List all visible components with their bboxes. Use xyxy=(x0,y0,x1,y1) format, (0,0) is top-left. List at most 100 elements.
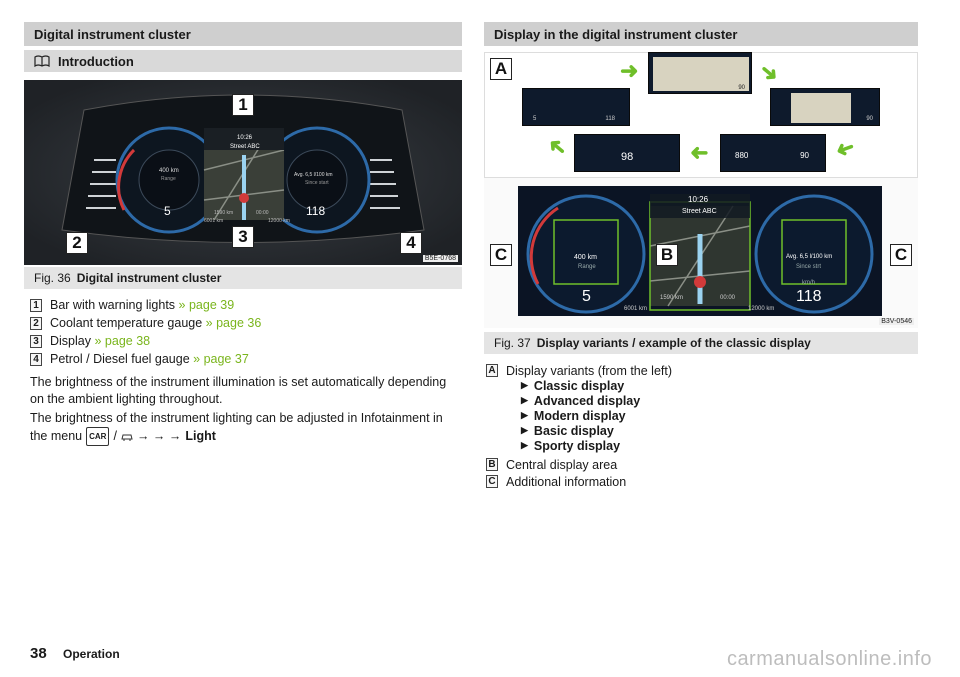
figure-code: B3V-0546 xyxy=(879,318,914,325)
label-c-right: C xyxy=(890,244,912,266)
list-item: B Central display area xyxy=(486,456,916,473)
variant-name: Classic display xyxy=(533,378,625,393)
figure-37-display-variants: A 90 5 118 90 98 880 90 ➜ ➜ ➜ ➜ ➜ 10:26 … xyxy=(484,52,918,328)
menu-light: Light xyxy=(185,429,216,443)
paragraph-brightness-auto: The brightness of the instrument illumin… xyxy=(30,374,460,408)
page-link[interactable]: » page 37 xyxy=(193,352,249,366)
figure-code: B5E-0768 xyxy=(422,255,458,262)
page-link[interactable]: » page 36 xyxy=(205,316,262,330)
callout-2: 2 xyxy=(66,232,88,254)
item-label: C xyxy=(486,475,498,488)
bullet-icon: ▶ xyxy=(521,410,528,420)
paragraph-line: the menu CAR / → → → Light xyxy=(30,427,460,446)
display-range: 400 km xyxy=(574,254,597,261)
range-label: Range xyxy=(578,264,596,270)
item-number: 4 xyxy=(30,352,42,366)
thumbnail-map xyxy=(653,57,749,91)
gear-indicator: 5 xyxy=(582,288,591,305)
car-menu-icon xyxy=(121,434,133,441)
list-item: C Additional information xyxy=(486,473,916,490)
speed-value: 118 xyxy=(796,288,822,305)
paragraph-line: The brightness of the instrument lightin… xyxy=(30,411,443,425)
caption-title: Digital instrument cluster xyxy=(76,271,222,285)
item-text: Coolant temperature gauge xyxy=(50,316,203,330)
since-start: Since strt xyxy=(796,264,822,270)
item-text: Central display area xyxy=(506,457,618,472)
item-text: Display variants (from the left) xyxy=(506,363,673,378)
label-a: A xyxy=(490,58,512,80)
variant-name: Modern display xyxy=(533,408,626,423)
section-title-text: Display in the digital instrument cluste… xyxy=(494,26,738,42)
caption-number: Fig. 37 xyxy=(494,336,531,350)
variant-name: Basic display xyxy=(533,423,614,438)
footer-section: Operation xyxy=(63,647,120,661)
page-number: 38 xyxy=(30,645,47,662)
trip-time: 00:00 xyxy=(256,210,269,216)
callout-1: 1 xyxy=(232,94,254,116)
variant-item: ▶ Modern display xyxy=(521,408,916,423)
item-text: Petrol / Diesel fuel gauge xyxy=(50,352,190,366)
variant-name: Sporty display xyxy=(533,438,621,453)
odometer: 6001 km xyxy=(624,306,648,312)
bullet-icon: ▶ xyxy=(521,380,528,390)
variant-name: Advanced display xyxy=(533,393,641,408)
page-link[interactable]: » page 38 xyxy=(94,334,151,348)
caption-number: Fig. 36 xyxy=(34,271,71,285)
arrow-left-icon: ➜ xyxy=(690,141,709,166)
page-link[interactable]: » page 39 xyxy=(178,298,235,312)
item-number: 2 xyxy=(30,316,42,330)
slash-separator: / xyxy=(113,429,117,443)
range-value: 400 xyxy=(159,168,170,174)
list-item: A Display variants (from the left) xyxy=(486,363,916,378)
speed-value: 118 xyxy=(306,204,326,218)
thumbnail-value: 90 xyxy=(800,151,809,160)
bullet-icon: ▶ xyxy=(521,395,528,405)
gear-indicator: 5 xyxy=(164,204,171,218)
thumbnail-value: 5 xyxy=(533,116,537,122)
arrow-right-icon: ➜ xyxy=(620,58,639,83)
trip-meter: 12000 km xyxy=(748,306,775,312)
list-item: 1 Bar with warning lights » page 39 xyxy=(30,298,234,312)
section-title-left: Digital instrument cluster xyxy=(24,22,462,46)
thumbnail-value: 98 xyxy=(621,151,634,163)
cluster-time: 10:26 xyxy=(237,135,253,141)
odometer: 6001 km xyxy=(204,218,224,224)
intro-header: Introduction xyxy=(24,50,462,72)
item-text: Bar with warning lights xyxy=(50,298,176,312)
variant-item: ▶ Advanced display xyxy=(521,393,916,408)
section-title-text: Digital instrument cluster xyxy=(34,26,191,42)
label-c-left: C xyxy=(490,244,512,266)
item-label: A xyxy=(486,364,498,377)
classic-display xyxy=(518,186,882,316)
paragraph-line: The brightness of the instrument illumin… xyxy=(30,375,447,389)
range-unit: km xyxy=(587,254,597,261)
variant-thumbnail: 98 xyxy=(574,134,680,172)
list-item: 3 Display » page 38 xyxy=(30,334,150,348)
list-item: 4 Petrol / Diesel fuel gauge » page 37 xyxy=(30,352,249,366)
variant-thumbnail: 5 118 xyxy=(522,88,630,126)
paragraph-text: the menu xyxy=(30,429,83,443)
item-text: Display xyxy=(50,334,91,348)
callout-4: 4 xyxy=(400,232,422,254)
item-label: B xyxy=(486,458,498,471)
bullet-icon: ▶ xyxy=(521,440,528,450)
thumbnail-value: 118 xyxy=(605,116,615,122)
book-icon xyxy=(34,55,50,67)
variant-thumbnail: 90 xyxy=(648,52,752,94)
thumbnail-value: 90 xyxy=(738,85,745,91)
thumbnail-map xyxy=(791,93,851,123)
variant-thumbnail: 90 xyxy=(770,88,880,126)
figure-36-cluster: 10:26 Street ABC 400 km Range 5 Avg. 6,5… xyxy=(24,80,462,265)
variants-list: A Display variants (from the left) ▶ Clas… xyxy=(486,363,916,490)
callout-3: 3 xyxy=(232,226,254,248)
item-number: 3 xyxy=(30,334,42,348)
paragraph-brightness-manual: The brightness of the instrument lightin… xyxy=(30,410,460,446)
watermark: carmanualsonline.info xyxy=(726,648,932,670)
caption-fig-36: Fig. 36 Digital instrument cluster xyxy=(24,267,462,289)
range-value: 400 xyxy=(574,254,586,261)
distance-to-go: 1590 km xyxy=(660,295,684,301)
item-number: 1 xyxy=(30,298,42,312)
speed-unit: km/h xyxy=(802,280,816,286)
thumbnail-value: 880 xyxy=(735,151,749,160)
cluster-street: Street ABC xyxy=(230,144,260,150)
